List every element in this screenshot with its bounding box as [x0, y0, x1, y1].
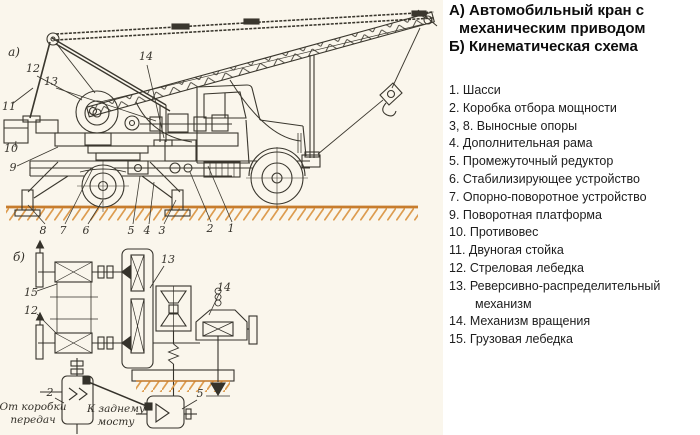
scheme-callout-2: 2 [46, 386, 54, 399]
scheme-callout-numbers: б) 15 12 13 14 2 5 От коробки передач К … [0, 250, 231, 428]
mid-outrigger [141, 161, 191, 217]
intermediate-reducer [127, 160, 149, 175]
callout-4: 4 [143, 224, 151, 237]
cargo-winch-drum-15 [35, 239, 130, 288]
hoist-rope [99, 23, 425, 103]
brake-band [35, 324, 44, 360]
scheme-callout-15: 15 [24, 286, 38, 299]
boom-winch-drum-12 [35, 282, 130, 360]
callout-9: 9 [10, 161, 17, 174]
turnbuckle [243, 18, 260, 25]
boom-tip-pulley [423, 15, 433, 25]
list-item-10: 10. Противовес [449, 225, 539, 240]
side-view-callout-numbers: а) 8 7 6 5 4 3 2 1 9 10 11 12 13 14 [2, 45, 235, 237]
slewing-rack [131, 369, 235, 392]
callout-14: 14 [139, 50, 153, 63]
ring-pinion [210, 382, 226, 397]
front-bumper [301, 154, 321, 168]
truck-cab [196, 84, 321, 178]
list-item-4: 4. Дополнительная рама [449, 136, 593, 151]
callout-12: 12 [26, 62, 40, 75]
scheme-callout-13: 13 [161, 253, 175, 266]
callout-6: 6 [83, 224, 90, 237]
turnbuckle [411, 10, 427, 17]
crane-technical-drawing: а) 8 7 6 5 4 3 2 1 9 10 11 12 13 14 [0, 9, 438, 434]
turnbuckle [171, 23, 190, 30]
callout-3: 3 [159, 224, 166, 237]
callout-10: 10 [4, 142, 18, 155]
lattice-boom [86, 9, 438, 118]
side-view-crane-truck [3, 9, 438, 225]
scheme-callout-14: 14 [217, 281, 231, 294]
list-item-12: 12. Стреловая лебедка [449, 260, 584, 275]
pto-box-2 [40, 358, 153, 434]
annotation-to-rear-axle-line1: К заднему [86, 403, 146, 415]
callout-5: 5 [128, 224, 135, 237]
rotation-mechanism-14 [195, 287, 258, 397]
view-label-b: б) [13, 250, 25, 264]
hook-block [317, 27, 421, 155]
callout-leaders [11, 64, 233, 225]
list-item-6: 6. Стабилизирующее устройство [449, 171, 640, 186]
legend-panel: А) Автомобильный кран с механическим при… [449, 2, 695, 349]
list-item-15: 15. Грузовая лебедка [449, 332, 574, 347]
hook [382, 102, 397, 117]
propeller-shaft [85, 380, 150, 408]
title-line-1: А) Автомобильный кран с [449, 2, 645, 19]
rear-wheel [77, 160, 129, 212]
scheme-callout-12: 12 [24, 304, 38, 317]
boom-suspension-cables [55, 10, 435, 103]
view-label-a: а) [8, 45, 20, 59]
intermediate-reducer-5 [136, 395, 197, 429]
list-item-11: 11. Двуногая стойка [449, 243, 564, 258]
rear-outrigger [14, 161, 69, 217]
scheme-callout-5: 5 [197, 387, 204, 400]
arrow-up [35, 239, 45, 249]
cone-clutch-unit [155, 285, 192, 332]
ground-hatching [6, 205, 418, 221]
slack-ropes [135, 79, 302, 143]
list-item-9: 9. Поворотная платформа [449, 207, 602, 222]
worm-coil [214, 287, 222, 307]
annotation-to-rear-axle-line2: мосту [98, 416, 136, 428]
boom-heel-pivot [88, 106, 98, 116]
slewing-ring [87, 145, 149, 154]
list-item-5: 5. Промежуточный редуктор [449, 154, 614, 169]
callout-2: 2 [206, 222, 214, 235]
kinematic-scheme [35, 239, 258, 434]
legend-title: А) Автомобильный кран с механическим при… [449, 2, 695, 56]
callout-1: 1 [228, 222, 235, 235]
parts-list: 1. Шасси 2. Коробка отбора мощности 3, 8… [449, 82, 695, 349]
callout-13: 13 [44, 75, 58, 88]
slewing-platform [54, 132, 239, 161]
reversing-distribution-box-13 [121, 248, 200, 369]
scheme-callout-leaders [36, 265, 220, 410]
title-line-2: механическим приводом [459, 20, 646, 37]
annotation-from-gearbox-line2: передач [10, 414, 55, 426]
winch-rope [55, 42, 96, 94]
list-item-13: 13. Реверсивно-распределительный механиз… [449, 278, 661, 311]
annotation-from-gearbox-line1: От коробки [0, 401, 67, 413]
callout-7: 7 [60, 224, 67, 237]
callout-11: 11 [2, 100, 16, 113]
list-item-1: 1. Шасси [449, 83, 501, 97]
reversing-distribution-mechanism [140, 113, 232, 133]
list-item-7: 7. Опорно-поворотное устройство [449, 189, 647, 204]
list-item-2: 2. Коробка отбора мощности [449, 100, 617, 115]
leaf-spring [79, 168, 127, 173]
front-wheel [246, 147, 308, 209]
tie-rope [317, 99, 384, 155]
mast-pulley [46, 32, 60, 46]
title-line-3: Б) Кинематическая схема [449, 38, 638, 55]
brake-band [35, 252, 44, 288]
cab-side-window [203, 91, 247, 119]
callout-8: 8 [40, 224, 47, 237]
counterweight [3, 119, 59, 144]
list-item-3-8: 3, 8. Выносные опоры [449, 118, 578, 133]
list-item-14: 14. Механизм вращения [449, 314, 591, 329]
front-support-post [304, 55, 320, 158]
